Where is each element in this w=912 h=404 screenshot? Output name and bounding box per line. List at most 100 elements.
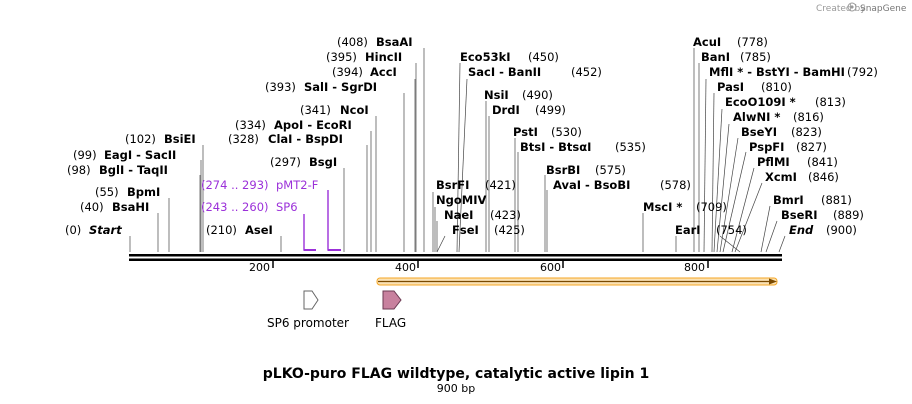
site-pos: (425) bbox=[494, 223, 525, 237]
site-pos: (823) bbox=[791, 125, 822, 139]
site-pos: (575) bbox=[595, 163, 626, 177]
site-pos: (328) bbox=[228, 132, 259, 146]
site-name: Eco53kI bbox=[460, 50, 511, 64]
credit-prefix: Created by bbox=[816, 4, 866, 14]
site-name: MscI * bbox=[643, 200, 682, 214]
site-pos: (395) bbox=[326, 50, 357, 64]
site-name: AvaI - BsoBI bbox=[553, 178, 630, 192]
site-name: EarI bbox=[675, 223, 701, 237]
site-name: SacI - BanII bbox=[468, 65, 541, 79]
site-pos: (813) bbox=[815, 95, 846, 109]
dna-backbone bbox=[129, 254, 782, 261]
site-pos: (408) bbox=[337, 35, 368, 49]
primer-name: SP6 bbox=[276, 200, 298, 214]
site-pos: (889) bbox=[833, 208, 864, 222]
scale-ticks: 200 400 600 800 bbox=[249, 260, 709, 274]
site-pos: (297) bbox=[270, 155, 301, 169]
site-pos: (827) bbox=[796, 140, 827, 154]
site-pos: (55) bbox=[95, 185, 119, 199]
site-name: BpmI bbox=[127, 185, 160, 199]
site-pos: (846) bbox=[808, 170, 839, 184]
site-labels-right: AcuI (778) BanI (785) MflI * - BstYI - B… bbox=[693, 35, 878, 237]
snapgene-logo-icon bbox=[847, 2, 857, 12]
primer-name: pMT2-F bbox=[276, 178, 318, 192]
tick-label: 200 bbox=[249, 261, 270, 274]
site-name: PspFI bbox=[749, 140, 784, 154]
site-name: BsaHI bbox=[112, 200, 149, 214]
site-pos: (530) bbox=[551, 125, 582, 139]
site-name: NgoMIV bbox=[436, 193, 486, 207]
site-name-end: End bbox=[789, 223, 814, 237]
site-pos: (421) bbox=[485, 178, 516, 192]
site-name: BsiEI bbox=[164, 132, 196, 146]
site-pos: (490) bbox=[522, 88, 553, 102]
tick-label: 600 bbox=[540, 261, 561, 274]
site-pos: (423) bbox=[490, 208, 521, 222]
site-name: BmrI bbox=[773, 193, 804, 207]
site-pos: (785) bbox=[740, 50, 771, 64]
site-pos: (334) bbox=[235, 118, 266, 132]
site-pos: (341) bbox=[300, 103, 331, 117]
site-pos: (394) bbox=[332, 65, 363, 79]
site-pos-start: (0) bbox=[65, 223, 81, 237]
site-name: HincII bbox=[365, 50, 402, 64]
site-name: SalI - SgrDI bbox=[304, 80, 377, 94]
site-pos: (792) bbox=[847, 65, 878, 79]
site-pos: (754) bbox=[716, 223, 747, 237]
site-name: BsrFI bbox=[436, 178, 469, 192]
site-pos: (102) bbox=[125, 132, 156, 146]
site-name: BsaAI bbox=[376, 35, 413, 49]
site-name: BsrBI bbox=[546, 163, 580, 177]
site-pos: (578) bbox=[660, 178, 691, 192]
map-title: pLKO-puro FLAG wildtype, catalytic activ… bbox=[263, 366, 650, 382]
feature-label: SP6 promoter bbox=[267, 316, 349, 330]
site-name: NcoI bbox=[340, 103, 369, 117]
site-name: PstI bbox=[513, 125, 538, 139]
site-pos: (881) bbox=[821, 193, 852, 207]
map-length: 900 bp bbox=[437, 382, 475, 395]
site-pos: (210) bbox=[206, 223, 237, 237]
site-pos-end: (900) bbox=[826, 223, 857, 237]
orf-arrow bbox=[376, 277, 778, 286]
site-pos: (499) bbox=[535, 103, 566, 117]
site-name: DrdI bbox=[492, 103, 520, 117]
site-pos: (452) bbox=[571, 65, 602, 79]
primer-marks bbox=[303, 190, 341, 251]
site-name: AccI bbox=[370, 65, 397, 79]
site-name: BtsI - BtsαI bbox=[520, 140, 591, 154]
site-name: MflI * - BstYI - BamHI bbox=[709, 65, 845, 79]
site-pos: (450) bbox=[528, 50, 559, 64]
site-name: ApoI - EcoRI bbox=[274, 118, 352, 132]
site-name: NaeI bbox=[444, 208, 473, 222]
primer-range: (274 .. 293) bbox=[201, 178, 269, 192]
site-name: BglI - TaqII bbox=[99, 163, 168, 177]
site-name: AcuI bbox=[693, 35, 721, 49]
site-pos: (99) bbox=[73, 148, 97, 162]
site-labels-middle: BsrFI (421) NgoMIV NaeI (423) FseI (425)… bbox=[436, 50, 747, 237]
tick-label: 800 bbox=[684, 261, 705, 274]
site-name: NsiI bbox=[484, 88, 509, 102]
feature-label: FLAG bbox=[375, 316, 406, 330]
site-name: PflMI bbox=[757, 155, 790, 169]
site-leader-lines bbox=[129, 48, 786, 253]
feature-flag: FLAG bbox=[375, 290, 406, 330]
tick-label: 400 bbox=[395, 261, 416, 274]
site-pos: (535) bbox=[615, 140, 646, 154]
site-pos: (841) bbox=[807, 155, 838, 169]
primer-range: (243 .. 260) bbox=[201, 200, 269, 214]
site-pos: (778) bbox=[737, 35, 768, 49]
site-pos: (810) bbox=[761, 80, 792, 94]
site-labels-left: (0) Start (40) BsaHI (55) BpmI (98) BglI… bbox=[65, 35, 413, 237]
site-name: XcmI bbox=[765, 170, 797, 184]
primer-labels: (274 .. 293) pMT2-F (243 .. 260) SP6 bbox=[201, 178, 318, 214]
site-name: BanI bbox=[701, 50, 730, 64]
site-pos: (40) bbox=[80, 200, 104, 214]
site-name-start: Start bbox=[89, 223, 122, 237]
site-name: FseI bbox=[452, 223, 479, 237]
site-pos: (816) bbox=[793, 110, 824, 124]
site-name: AseI bbox=[245, 223, 273, 237]
site-pos: (393) bbox=[265, 80, 296, 94]
site-name: AlwNI * bbox=[733, 110, 780, 124]
site-pos: (98) bbox=[67, 163, 91, 177]
credit-brand: SnapGene bbox=[860, 4, 907, 14]
